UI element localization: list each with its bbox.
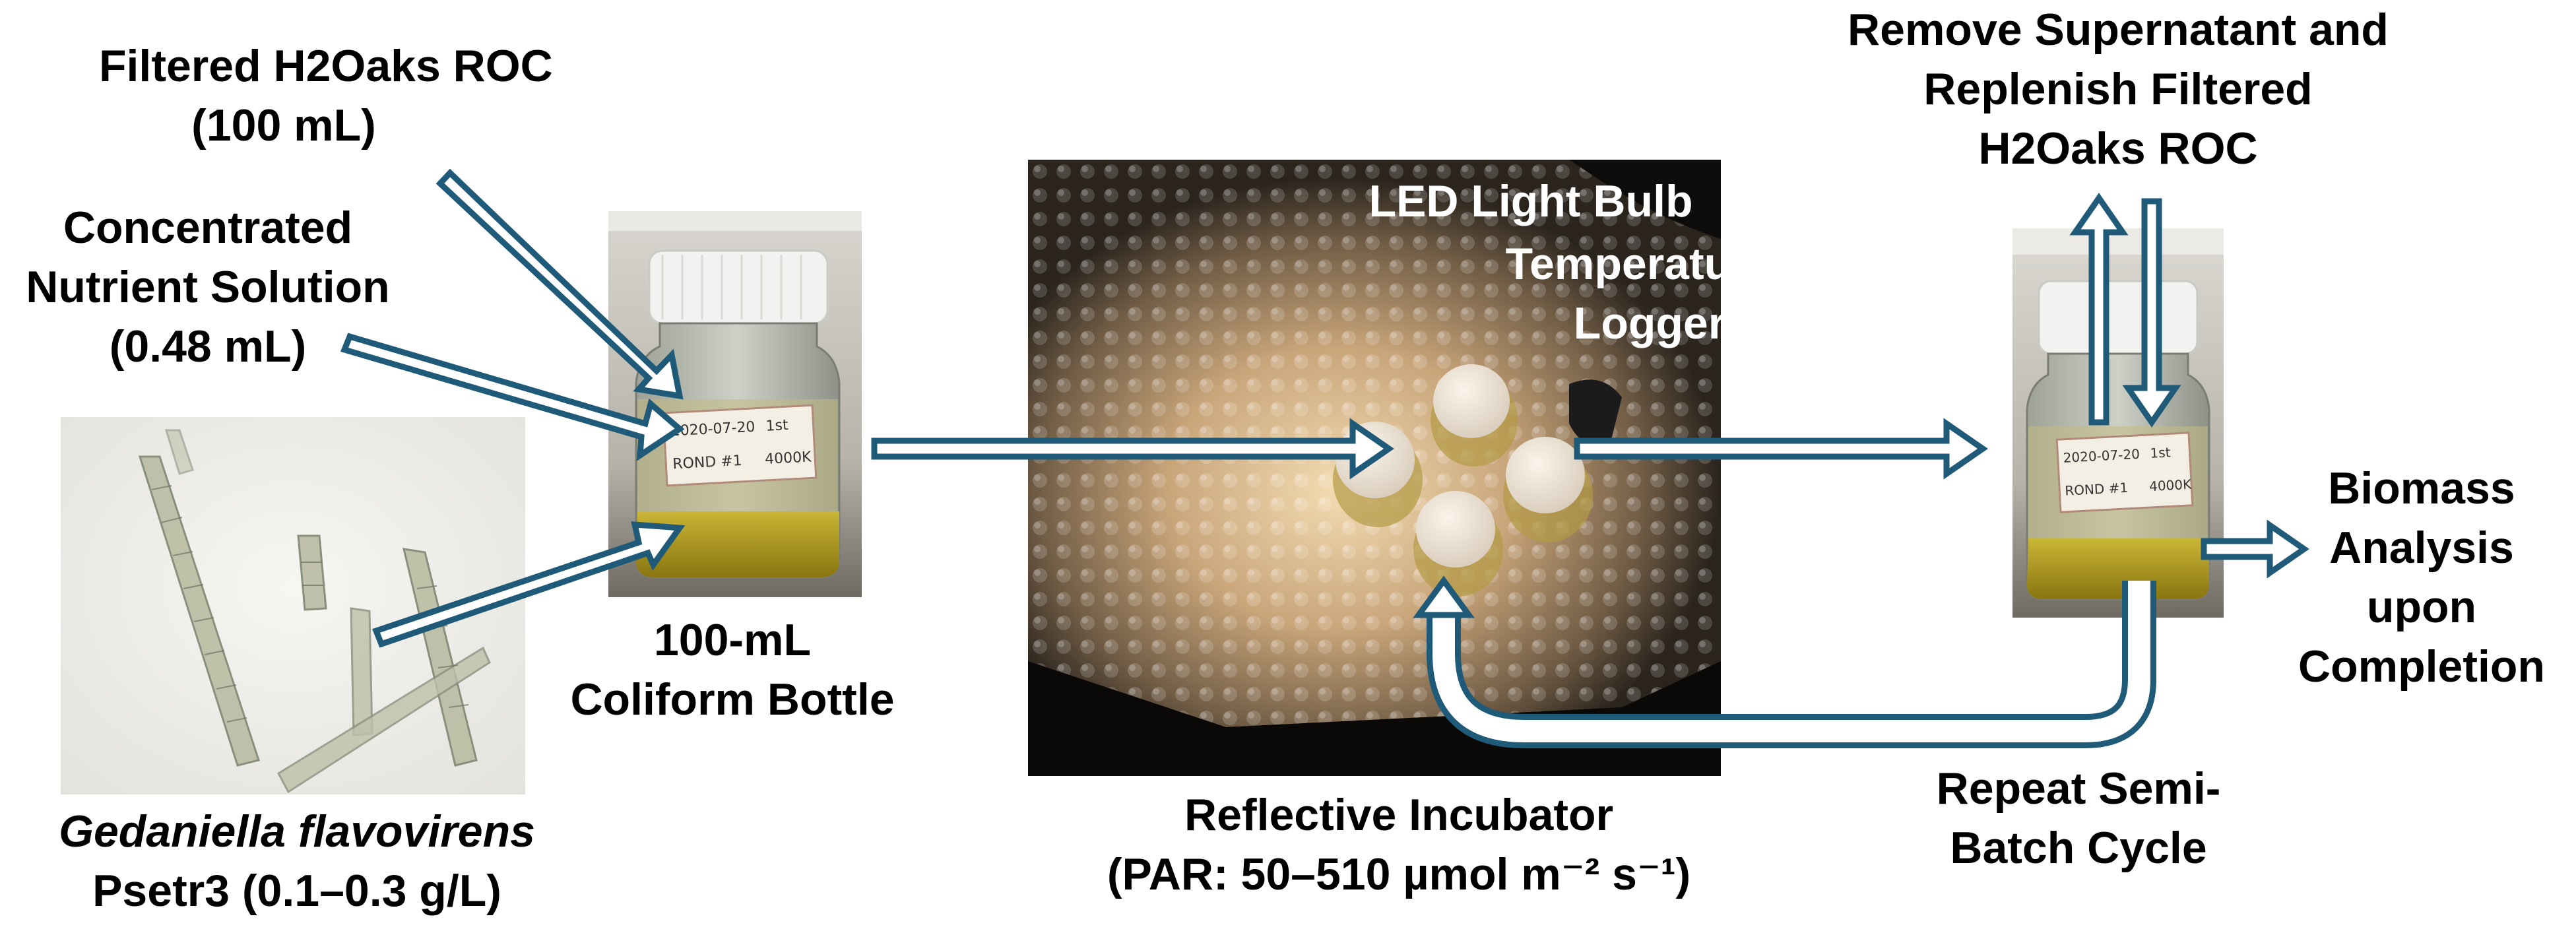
arrow-bottle-to-incubator bbox=[871, 418, 1394, 480]
remove-replenish-label: Remove Supernatant and Replenish Filtere… bbox=[1848, 5, 2389, 174]
temperature-logger-label: Temperature Logger bbox=[1505, 239, 1774, 348]
biomass-label: Biomass Analysis upon Completion bbox=[2298, 463, 2545, 692]
led-label: LED Light Bulb bbox=[1368, 176, 1693, 226]
incubator-label: Reflective Incubator (PAR: 50–510 µmol m… bbox=[1107, 790, 1691, 899]
arrow-remove-supernatant bbox=[2069, 193, 2129, 426]
arrow-repeat-cycle bbox=[1413, 575, 2156, 748]
bottle-label-kelvin: 4000K bbox=[765, 449, 812, 468]
right-bottle-label-kelvin: 4000K bbox=[2149, 476, 2193, 494]
arrow-biomass-analysis bbox=[2201, 519, 2309, 579]
right-bottle-label-mark: 1st bbox=[2150, 444, 2171, 461]
arrow-nutrient bbox=[340, 333, 685, 461]
right-bottle-photo: 2020-07-20 1st ROND #1 4000K bbox=[2012, 228, 2224, 618]
bottle-label-mark: 1st bbox=[765, 417, 789, 435]
bottle-label-id: ROND #1 bbox=[672, 453, 743, 472]
arrow-incubator-to-right-bottle bbox=[1574, 418, 1988, 480]
right-bottle-label-id: ROND #1 bbox=[2065, 480, 2129, 499]
bottle-label: 100-mL Coliform Bottle bbox=[570, 615, 895, 725]
repeat-cycle-label: Repeat Semi- Batch Cycle bbox=[1936, 763, 2221, 873]
arrow-filtered-roc bbox=[435, 168, 684, 400]
organism-label: Gedaniella flavovirens Psetr3 (0.1–0.3 g… bbox=[59, 806, 535, 916]
arrow-organism bbox=[372, 521, 686, 648]
arrow-replenish bbox=[2122, 198, 2181, 428]
right-bottle-drawing: 2020-07-20 1st ROND #1 4000K bbox=[2012, 228, 2224, 618]
nutrient-solution-label: Concentrated Nutrient Solution (0.48 mL) bbox=[26, 203, 390, 372]
